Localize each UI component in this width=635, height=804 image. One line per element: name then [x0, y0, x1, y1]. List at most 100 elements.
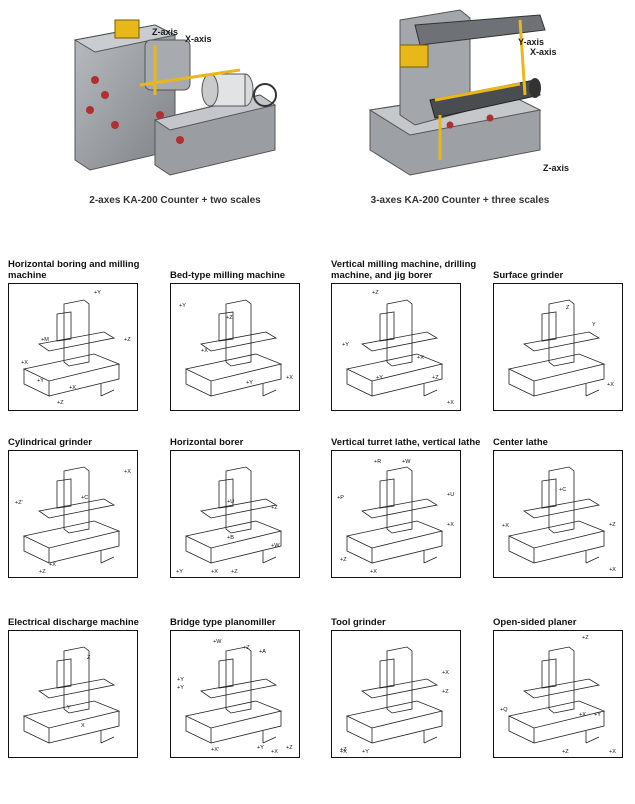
three-axes-machine-illustration: Y-axis X-axis Z-axis [368, 9, 569, 176]
machine-title: Bridge type planomiller [170, 617, 276, 628]
machine-title: Open-sided planer [493, 617, 577, 628]
machine-line-drawing: Z Y +X [507, 299, 614, 397]
machine-diagram-box: +U +Z +B +W +X +Y +Z [170, 450, 300, 578]
caption-three-axes: 3-axes KA-200 Counter + three scales [370, 195, 550, 206]
axis-label: +X [271, 749, 278, 755]
machine-cell: Bed-type milling machine +Y +Z +X +Y +X [170, 253, 302, 413]
axis-label: +Y [246, 380, 253, 386]
axis-label: +Z [432, 375, 439, 381]
axis-label: +Q [500, 707, 508, 713]
machine-diagram-box: +Y+M+Z+X+Y+X+Z [8, 283, 138, 411]
axis-label: +X [286, 375, 293, 381]
axis-label: +X [49, 562, 56, 568]
machine-cell: Cylindrical grinder+X+Z'+C+X+Z [8, 420, 140, 580]
axis-label: +W [402, 459, 411, 465]
axis-label: +Y [342, 342, 349, 348]
axis-label: +X [370, 569, 377, 575]
axis-label: +Z [340, 557, 347, 563]
axis-label: +W [271, 543, 280, 549]
axis-label: +Z [372, 290, 379, 296]
axis-label: Y [592, 322, 596, 328]
axis-label: +X [21, 360, 28, 366]
machine-line-drawing: +X+Z+Z+Y+X [340, 646, 449, 755]
axis-label: +X [609, 567, 616, 573]
axis-label: +U [447, 492, 454, 498]
machine-title: Vertical milling machine, drilling machi… [331, 259, 477, 281]
axis-label: +Z [582, 635, 589, 641]
machine-title: Bed-type milling machine [170, 270, 286, 281]
axis-label: +Z [226, 315, 233, 321]
axis-label: +Y [177, 677, 184, 683]
axis-label: Z [87, 655, 91, 661]
axis-label: +Z [231, 569, 238, 575]
axis-label: +B [227, 535, 234, 541]
machine-title: Surface grinder [493, 270, 564, 281]
axis-label: +Z [442, 689, 449, 695]
axis-label: X [81, 723, 85, 729]
hero-three-axes: Y-axis X-axis Z-axis 3-axes KA-200 Count… [340, 0, 580, 215]
machine-title: Center lathe [493, 437, 548, 448]
axis-label: +M [41, 337, 49, 343]
axis-label: +C [81, 495, 88, 501]
machine-line-drawing: +Y +Z +X +Y +X [179, 299, 293, 397]
axis-label: +Z [243, 645, 250, 651]
axis-label: +W [213, 639, 222, 645]
machine-cell: Vertical milling machine, drilling machi… [331, 253, 476, 413]
axis-label: +Y [376, 375, 383, 381]
axis-label: +P [337, 495, 344, 501]
axis-label: +Y [176, 569, 183, 575]
machine-line-drawing: +Z+Q+X+Y+Z+X [500, 635, 616, 755]
axis-label: +Z [286, 745, 293, 751]
machine-diagram-box: +R+W+P+U+X+Z+X [331, 450, 461, 578]
axis-label: +Z [57, 400, 64, 406]
machine-title: Horizontal boring and milling machine [8, 259, 140, 281]
machine-cell: Center lathe +C +X +X +Z [493, 420, 625, 580]
axis-label: +Z [609, 522, 616, 528]
axis-label: +X [211, 569, 218, 575]
machine-diagram-box: +W+Z+A+Y+Y+X'+Y+Z+X [170, 630, 300, 758]
caption-two-axes: 2-axes KA-200 Counter + two scales [89, 195, 261, 206]
axis-label: +Z [39, 569, 46, 575]
axis-label: +Y [362, 749, 369, 755]
axis-label: +U [227, 499, 234, 505]
axis-label: +X [447, 400, 454, 406]
axis-label: +Z [271, 505, 278, 511]
label-z-axis: Z-axis [152, 27, 178, 37]
machine-cell: Horizontal boring and milling machine +Y +… [8, 253, 140, 413]
machine-line-drawing: +R+W+P+U+X+Z+X [337, 459, 454, 575]
axis-label: +X [609, 749, 616, 755]
label-y-axis: Y-axis [518, 37, 544, 47]
machine-line-drawing: +Z +Y +X +Y +Z +X [342, 290, 454, 406]
axis-label: +X [447, 522, 454, 528]
machine-title: Vertical turret lathe, vertical lathe [331, 437, 481, 448]
axis-label: +X [417, 355, 424, 361]
axis-label: +Y [179, 303, 186, 309]
machine-cell: Tool grinder+X+Z+Z+Y+X [331, 600, 463, 760]
machine-cell: Open-sided planer+Z+Q+X+Y+Z+X [493, 600, 625, 760]
machine-line-drawing: +C +X +X +Z [502, 466, 616, 573]
axis-label: +C [559, 487, 566, 493]
label-x-axis: X-axis [530, 47, 557, 57]
axis-label: +X [502, 523, 509, 529]
axis-label: +X [201, 348, 208, 354]
axis-label: +Y [94, 290, 101, 296]
machine-diagram-box: +Z+Q+X+Y+Z+X [493, 630, 623, 758]
axis-label: +X [69, 385, 76, 391]
axis-label: +X [607, 382, 614, 388]
axis-label: +X [124, 469, 131, 475]
axis-label: +X' [211, 747, 219, 753]
machine-diagram-box: +X+Z'+C+X+Z [8, 450, 138, 578]
axis-label: +Y [37, 378, 44, 384]
hero-two-axes: Z-axis X-axis 2-axes KA-200 Counter + tw… [60, 0, 290, 215]
machine-cell: Bridge type planomiller+W+Z+A+Y+Y+X'+Y+Z… [170, 600, 302, 760]
machine-line-drawing: +W+Z+A+Y+Y+X'+Y+Z+X [177, 639, 293, 755]
axis-label: Z [566, 305, 570, 311]
machine-cell: Vertical turret lathe, vertical lathe+R+… [331, 420, 480, 580]
axis-label: +X [442, 670, 449, 676]
axis-label: +X [340, 749, 347, 755]
machine-title: Tool grinder [331, 617, 386, 628]
machine-diagram-box: +C +X +X +Z [493, 450, 623, 578]
machine-title: Electrical discharge machine [8, 617, 139, 628]
